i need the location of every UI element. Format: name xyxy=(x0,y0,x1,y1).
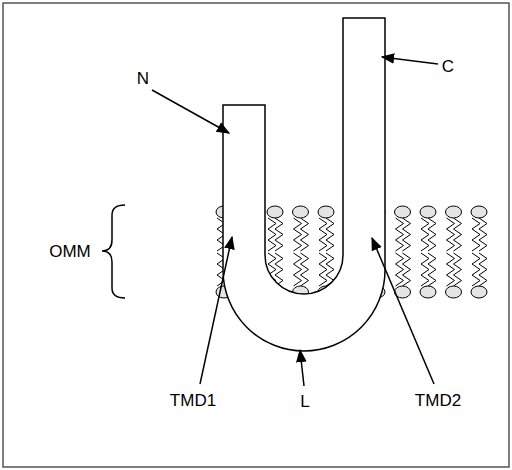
leader-arrow xyxy=(200,237,232,384)
leader-arrow xyxy=(382,57,438,64)
lipid-tail xyxy=(275,253,283,286)
lipid-tail xyxy=(479,218,487,251)
lipid-tail xyxy=(294,253,302,286)
lipid-tail xyxy=(301,218,309,251)
lipid-tail xyxy=(268,218,276,251)
leader-arrow xyxy=(152,90,229,133)
leader-arrow xyxy=(300,350,304,386)
lipid-tail xyxy=(421,253,429,286)
lipid-tail xyxy=(428,253,436,286)
lipid-tail xyxy=(403,253,411,286)
lipid-tail xyxy=(319,218,327,251)
lipid-tail xyxy=(454,218,462,251)
lipid-tail xyxy=(447,218,455,251)
lipid-head xyxy=(420,286,436,298)
leader-arrow xyxy=(372,238,434,384)
lipid-head xyxy=(420,206,436,218)
part-label: TMD1 xyxy=(170,392,216,409)
lipid-tail xyxy=(396,218,404,251)
lipid-tail xyxy=(396,253,404,286)
lipid-head xyxy=(293,206,309,218)
hairpin-protein xyxy=(223,18,385,351)
lipid-tail xyxy=(479,253,487,286)
lipid-tail xyxy=(294,218,302,251)
lipid-tail xyxy=(319,253,327,286)
lipid-tail xyxy=(275,218,283,251)
lipid-head xyxy=(471,286,487,298)
lipid-tail xyxy=(428,218,436,251)
lipid-head xyxy=(446,286,462,298)
lipid-tail xyxy=(454,253,462,286)
part-label: L xyxy=(300,393,309,410)
lipid-tail xyxy=(326,218,334,251)
lipid-tail xyxy=(301,253,309,286)
lipid-head xyxy=(395,206,411,218)
lipid-head xyxy=(267,206,283,218)
lipid-tail xyxy=(447,253,455,286)
lipid-tail xyxy=(421,218,429,251)
frame xyxy=(3,3,509,467)
part-label: OMM xyxy=(49,243,91,260)
part-label: C xyxy=(442,58,454,75)
lipid-head xyxy=(471,206,487,218)
lipid-head xyxy=(318,206,334,218)
lipid-head xyxy=(446,206,462,218)
part-label: N xyxy=(137,70,149,87)
lipid-tail xyxy=(472,253,480,286)
lipid-tail xyxy=(403,218,411,251)
part-label: TMD2 xyxy=(415,392,461,409)
lipid-tail xyxy=(472,218,480,251)
membrane-bracket xyxy=(102,205,125,298)
